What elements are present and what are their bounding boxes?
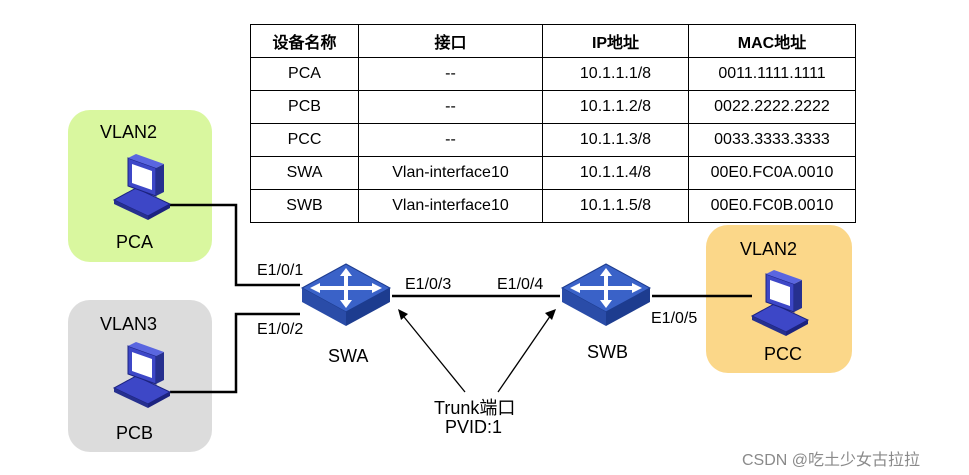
header-interface: 接口 bbox=[358, 24, 543, 58]
table-row: PCA -- 10.1.1.1/8 0011.1111.1111 bbox=[250, 57, 856, 91]
pcb-computer-icon bbox=[113, 341, 171, 409]
pca-computer-icon bbox=[113, 153, 171, 221]
trunk-port-label: Trunk端口 bbox=[434, 398, 516, 418]
header-mac-address: MAC地址 bbox=[688, 24, 856, 58]
cell-ip: 10.1.1.1/8 bbox=[542, 57, 689, 91]
cell-ip: 10.1.1.4/8 bbox=[542, 156, 689, 190]
link-pca-swa bbox=[170, 203, 300, 287]
swb-name-label: SWB bbox=[587, 342, 629, 362]
table-row: SWB Vlan-interface10 10.1.1.5/8 00E0.FC0… bbox=[250, 189, 856, 223]
swa-name-label: SWA bbox=[328, 346, 369, 366]
trunk-arrowhead-swa bbox=[398, 309, 408, 320]
pcb-vlan-label: VLAN3 bbox=[100, 314, 158, 334]
port-label-e1-0-2: E1/0/2 bbox=[257, 321, 304, 338]
port-label-e1-0-4: E1/0/4 bbox=[497, 276, 544, 293]
cell-mac: 0033.3333.3333 bbox=[688, 123, 856, 157]
table-row: PCB -- 10.1.1.2/8 0022.2222.2222 bbox=[250, 90, 856, 124]
pca-name-label: PCA bbox=[116, 232, 154, 252]
table-row: PCC -- 10.1.1.3/8 0033.3333.3333 bbox=[250, 123, 856, 157]
pcb-name-label: PCB bbox=[116, 423, 154, 443]
cell-mac: 00E0.FC0B.0010 bbox=[688, 189, 856, 223]
trunk-arrowhead-swb bbox=[545, 309, 556, 320]
pca-vlan-label: VLAN2 bbox=[100, 122, 158, 142]
cell-device: SWA bbox=[250, 156, 359, 190]
trunk-pvid-label: PVID:1 bbox=[445, 417, 503, 437]
device-address-table: 设备名称 接口 IP地址 MAC地址 PCA -- 10.1.1.1/8 001… bbox=[250, 24, 856, 223]
trunk-arrow-swa bbox=[399, 311, 466, 393]
header-device-name: 设备名称 bbox=[250, 24, 359, 58]
cell-ip: 10.1.1.2/8 bbox=[542, 90, 689, 124]
pcc-name-label: PCC bbox=[764, 344, 803, 364]
port-label-e1-0-3: E1/0/3 bbox=[405, 276, 452, 293]
watermark-text: CSDN @吃土少女古拉拉 bbox=[742, 452, 921, 469]
cell-interface: Vlan-interface10 bbox=[358, 189, 543, 223]
table-row: SWA Vlan-interface10 10.1.1.4/8 00E0.FC0… bbox=[250, 156, 856, 190]
cell-mac: 0011.1111.1111 bbox=[688, 57, 856, 91]
link-pcb-swa bbox=[170, 312, 300, 394]
table-header-row: 设备名称 接口 IP地址 MAC地址 bbox=[250, 24, 856, 58]
cell-interface: Vlan-interface10 bbox=[358, 156, 543, 190]
pcc-vlan-label: VLAN2 bbox=[740, 239, 798, 259]
trunk-arrow-swb bbox=[497, 311, 554, 393]
cell-ip: 10.1.1.3/8 bbox=[542, 123, 689, 157]
cell-ip: 10.1.1.5/8 bbox=[542, 189, 689, 223]
pcc-computer-icon bbox=[751, 269, 809, 337]
cell-interface: -- bbox=[358, 123, 543, 157]
port-label-e1-0-5: E1/0/5 bbox=[651, 310, 698, 327]
port-label-e1-0-1: E1/0/1 bbox=[257, 262, 304, 279]
cell-device: SWB bbox=[250, 189, 359, 223]
